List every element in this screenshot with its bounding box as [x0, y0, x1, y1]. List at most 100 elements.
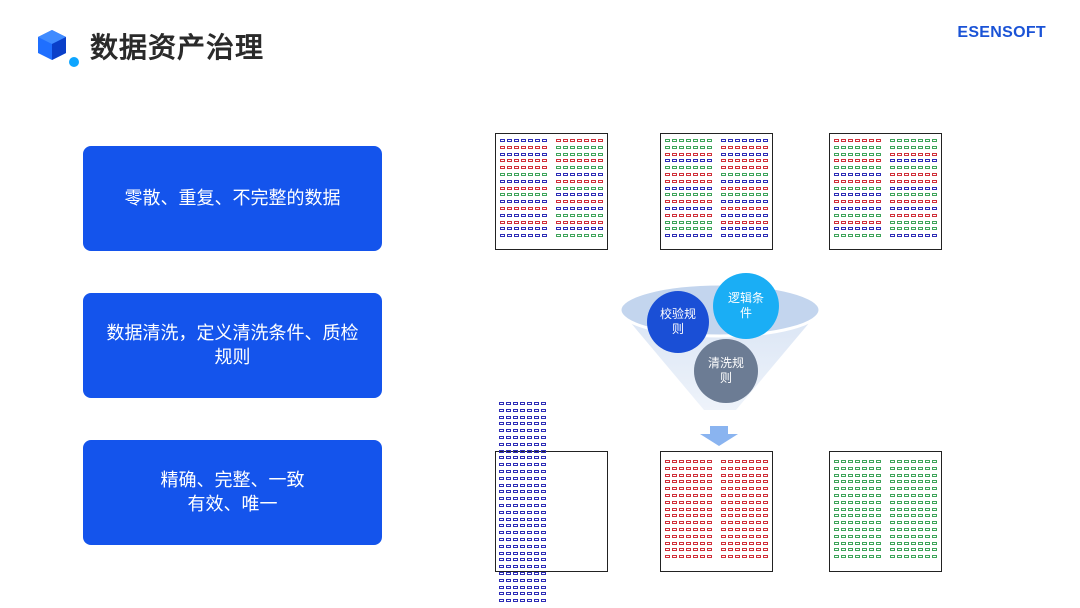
data-cell — [742, 541, 747, 545]
data-cell — [507, 166, 512, 170]
data-cell — [584, 139, 589, 142]
data-cell — [598, 186, 603, 190]
data-cell — [700, 200, 705, 204]
data-cell — [672, 466, 677, 470]
data-cell — [541, 558, 546, 562]
data-cell — [918, 193, 923, 197]
data-cell — [735, 206, 740, 210]
data-cell — [848, 480, 853, 484]
data-cell — [686, 159, 691, 163]
data-cell — [728, 186, 733, 190]
data-cell — [890, 220, 895, 224]
data-cell — [570, 172, 575, 176]
data-cell — [728, 193, 733, 197]
data-cell — [672, 179, 677, 183]
data-cell — [563, 179, 568, 183]
data-cell — [541, 565, 546, 569]
data-cell — [841, 493, 846, 497]
data-cell — [897, 227, 902, 231]
data-cell — [848, 200, 853, 204]
data-cell — [500, 179, 505, 183]
data-cell — [499, 592, 504, 596]
data-cell — [693, 166, 698, 170]
data-cell — [862, 473, 867, 477]
data-cell — [541, 469, 546, 473]
data-cell — [742, 473, 747, 477]
data-cell — [563, 220, 568, 224]
data-cell — [686, 166, 691, 170]
data-cell — [584, 186, 589, 190]
data-cell — [890, 487, 895, 491]
data-cell — [577, 152, 582, 156]
data-cell — [665, 179, 670, 183]
data-cell — [577, 200, 582, 204]
data-cell — [834, 507, 839, 511]
data-cell — [514, 213, 519, 217]
data-cell — [570, 159, 575, 163]
data-cell — [749, 200, 754, 204]
data-cell — [506, 599, 511, 603]
data-column — [834, 460, 882, 559]
data-cell — [763, 466, 768, 470]
data-cell — [672, 473, 677, 477]
data-cell — [672, 541, 677, 545]
data-cell — [527, 415, 532, 419]
data-cell — [925, 172, 930, 176]
data-cell — [897, 145, 902, 149]
data-cell — [665, 460, 670, 463]
data-cell — [527, 503, 532, 507]
data-cell — [534, 503, 539, 507]
data-cell — [534, 510, 539, 514]
data-cell — [932, 500, 937, 504]
data-cell — [925, 473, 930, 477]
data-cell — [876, 172, 881, 176]
data-cell — [834, 487, 839, 491]
data-cell — [700, 493, 705, 497]
data-cell — [904, 172, 909, 176]
data-cell — [679, 193, 684, 197]
data-cell — [584, 220, 589, 224]
data-cell — [848, 213, 853, 217]
data-column — [834, 139, 882, 238]
data-cell — [707, 514, 712, 518]
data-cell — [862, 139, 867, 142]
data-cell — [521, 220, 526, 224]
data-cell — [507, 179, 512, 183]
data-cell — [862, 460, 867, 463]
data-column — [890, 460, 938, 559]
data-cell — [834, 460, 839, 463]
data-cell — [855, 200, 860, 204]
data-cell — [763, 493, 768, 497]
data-cell — [534, 415, 539, 419]
data-cell — [506, 469, 511, 473]
data-cell — [700, 534, 705, 538]
data-cell — [763, 521, 768, 525]
data-cell — [534, 592, 539, 596]
data-cell — [672, 227, 677, 231]
data-cell — [904, 460, 909, 463]
data-cell — [749, 487, 754, 491]
data-cell — [693, 159, 698, 163]
data-cell — [735, 541, 740, 545]
data-cell — [848, 487, 853, 491]
data-cell — [742, 548, 747, 552]
data-cell — [735, 514, 740, 518]
data-cell — [728, 493, 733, 497]
data-cell — [672, 555, 677, 559]
data-cell — [527, 422, 532, 426]
data-cell — [707, 152, 712, 156]
data-cell — [841, 487, 846, 491]
data-cell — [541, 497, 546, 501]
data-cell — [925, 527, 930, 531]
data-cell — [728, 555, 733, 559]
data-cell — [521, 193, 526, 197]
data-cell — [584, 227, 589, 231]
data-cell — [869, 487, 874, 491]
data-cell — [499, 469, 504, 473]
data-cell — [728, 152, 733, 156]
data-cell — [686, 200, 691, 204]
data-cell — [855, 473, 860, 477]
data-cell — [665, 527, 670, 531]
data-cell — [570, 145, 575, 149]
data-cell — [521, 186, 526, 190]
